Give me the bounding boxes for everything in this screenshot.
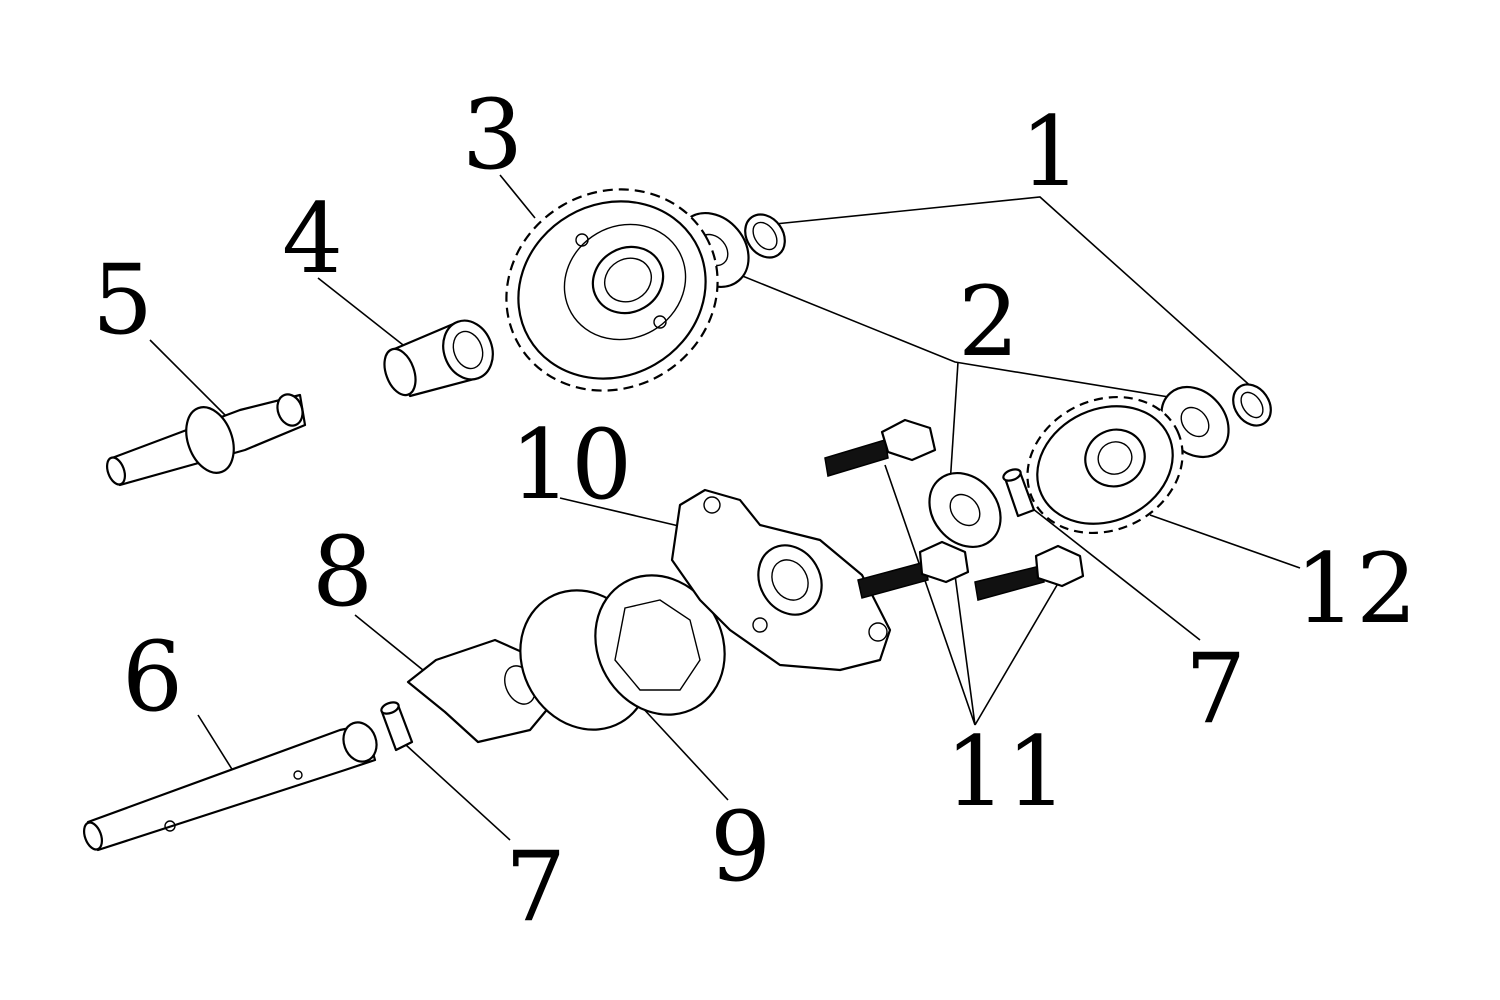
- callout-2: 2: [958, 266, 1019, 378]
- dowel-pin-left: [380, 701, 414, 752]
- bolt-right: [974, 544, 1085, 601]
- large-gear: [505, 188, 719, 392]
- callout-7-right: 7: [1185, 633, 1246, 745]
- flanged-shaft: [105, 393, 307, 487]
- callout-3: 3: [462, 79, 523, 191]
- long-shaft: [82, 721, 378, 852]
- leader-3: [499, 174, 536, 219]
- leader-1: [764, 196, 1256, 391]
- leader-5: [149, 339, 229, 419]
- callout-12: 12: [1295, 533, 1417, 645]
- callout-7-left: 7: [505, 831, 566, 943]
- leader-4: [317, 277, 413, 353]
- leader-12: [1149, 514, 1301, 569]
- callout-4: 4: [282, 183, 343, 295]
- dowel-pin-right: [1002, 468, 1036, 518]
- circlip-upper: [744, 213, 786, 259]
- bolt-middle: [857, 540, 970, 599]
- callout-8: 8: [312, 516, 373, 628]
- leader-lines: [149, 174, 1301, 841]
- callout-1: 1: [1020, 96, 1081, 208]
- leader-11b: [974, 579, 1061, 726]
- callout-11: 11: [945, 716, 1067, 828]
- leader-2b: [949, 361, 959, 486]
- callout-6: 6: [122, 621, 183, 733]
- callout-10: 10: [510, 409, 632, 521]
- washer-middle: [928, 471, 1002, 549]
- leader-9: [639, 704, 729, 801]
- outer-rotor: [519, 574, 726, 731]
- small-gear: [1026, 395, 1184, 535]
- pump-cover: [670, 488, 892, 672]
- callout-9: 9: [710, 791, 771, 903]
- circlip-lower: [1232, 383, 1272, 427]
- bolt-top: [824, 418, 937, 477]
- leader-7a: [405, 744, 511, 841]
- bushing: [383, 319, 494, 398]
- leader-7b: [1027, 504, 1201, 641]
- callout-5: 5: [92, 244, 153, 356]
- leader-2: [739, 274, 1176, 399]
- callouts: 1 2 3 4 5 6 7 7 8 9 10 11 12: [92, 79, 1417, 943]
